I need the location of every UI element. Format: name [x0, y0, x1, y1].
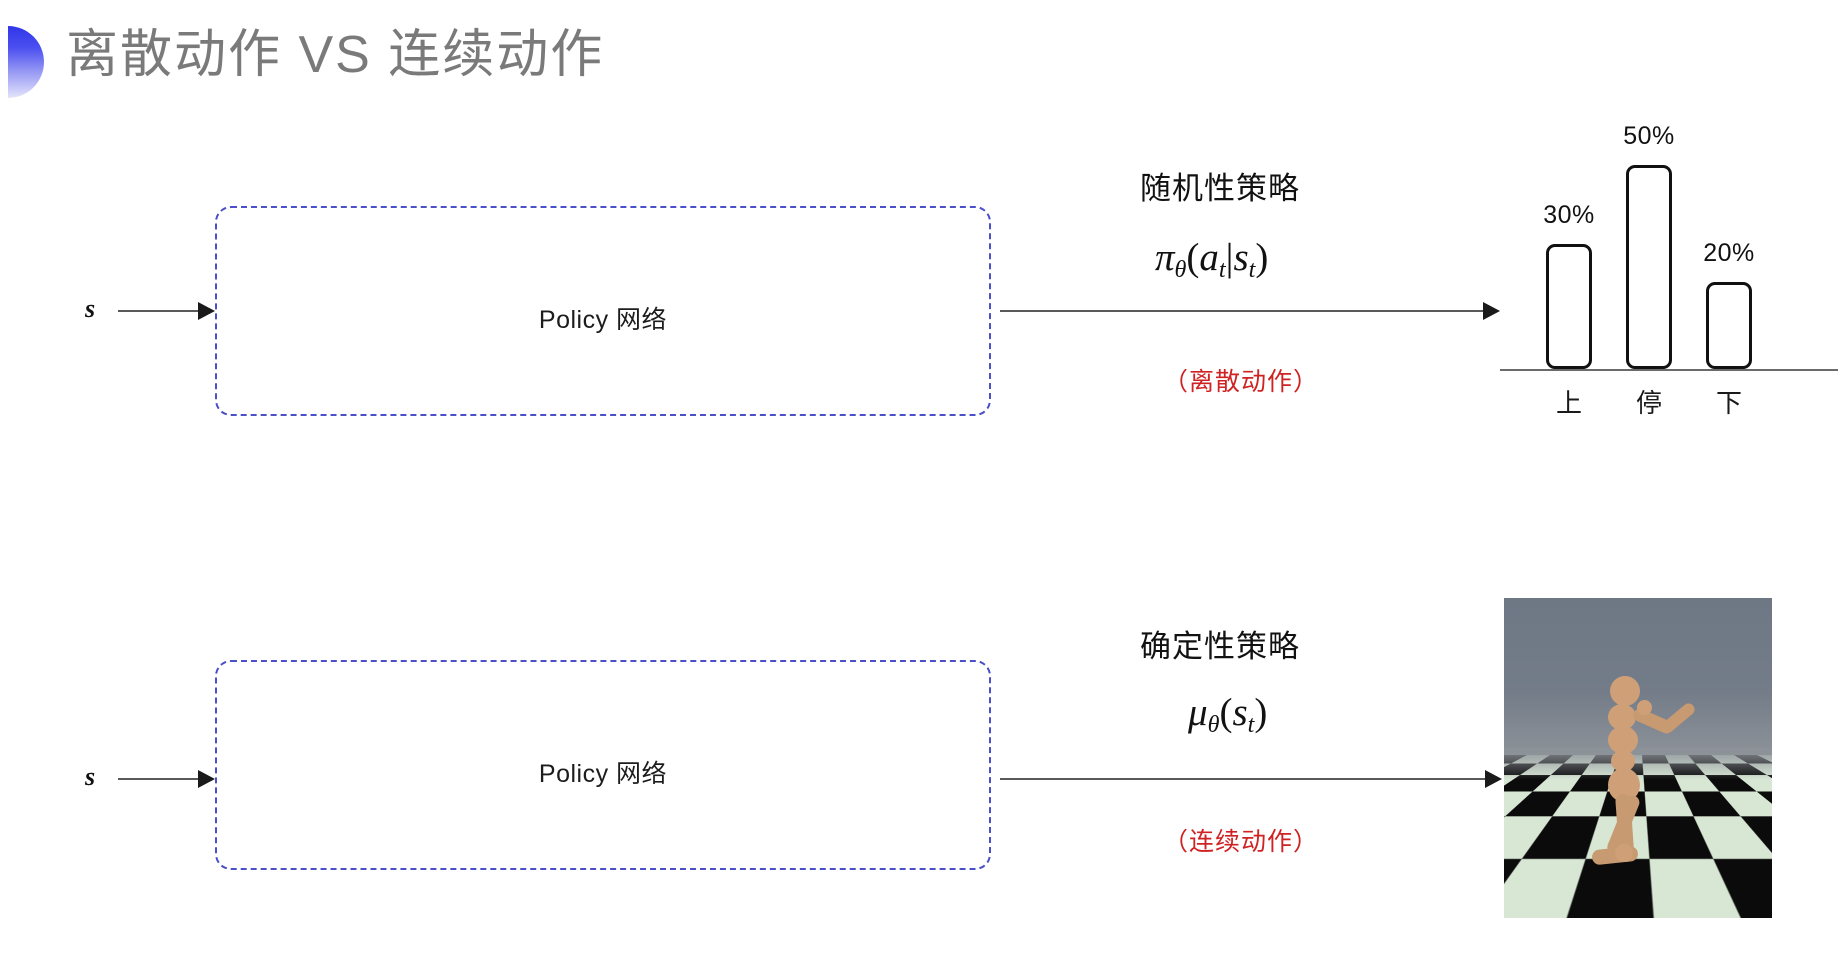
formula-arg1: a: [1199, 236, 1219, 279]
formula-fn-sub: θ: [1207, 710, 1220, 738]
humanoid-simulation-image[interactable]: [1504, 598, 1772, 918]
bar-rect-2[interactable]: [1706, 282, 1752, 369]
bar-value-1: 50%: [1623, 122, 1675, 150]
formula-arg1-sub: t: [1247, 710, 1255, 738]
policy-network-box-continuous[interactable]: Policy 网络: [215, 660, 991, 870]
state-label-discrete: s: [85, 294, 96, 323]
formula-arg1-sub: t: [1218, 255, 1226, 283]
humanoid-hand: [1637, 700, 1652, 715]
bar-value-0: 30%: [1543, 201, 1595, 229]
policy-kind-continuous: 确定性策略: [1140, 629, 1300, 664]
humanoid-head: [1610, 676, 1640, 706]
state-label-continuous: s: [85, 762, 96, 791]
output-arrow-continuous: [1000, 778, 1500, 780]
policy-network-label-discrete: Policy 网络: [538, 306, 668, 334]
humanoid-forearm: [1660, 700, 1697, 735]
bar-category-0: 上: [1555, 388, 1582, 418]
input-arrow-discrete: [118, 310, 213, 312]
formula-stochastic-policy: πθ(at|st): [1155, 235, 1268, 284]
policy-network-box-discrete[interactable]: Policy 网络: [215, 206, 991, 416]
action-note-continuous: （连续动作）: [1163, 828, 1320, 856]
humanoid-lower-torso: [1608, 726, 1638, 754]
formula-arg1: s: [1232, 691, 1248, 734]
formula-open: (: [1186, 236, 1200, 279]
humanoid-knee: [1615, 844, 1633, 862]
policy-network-label-continuous: Policy 网络: [538, 760, 668, 788]
half-circle-gradient-bullet-icon: [8, 26, 44, 98]
formula-open: (: [1219, 691, 1233, 734]
formula-deterministic-policy: μθ(st): [1188, 690, 1267, 739]
bar-category-1: 停: [1635, 388, 1662, 418]
discrete-action-bar-chart: 30% 上 50% 停 20% 下: [1488, 96, 1838, 426]
formula-close: ): [1254, 691, 1268, 734]
formula-fn: μ: [1188, 691, 1208, 734]
chart-baseline-axis: [1500, 369, 1838, 371]
bar-rect-1[interactable]: [1626, 165, 1672, 369]
formula-arg2-sub: t: [1248, 255, 1256, 283]
input-arrow-continuous: [118, 778, 213, 780]
humanoid-upper-torso: [1608, 704, 1636, 730]
page-title: 离散动作 VS 连续动作: [66, 26, 605, 84]
humanoid-abdomen: [1611, 750, 1635, 772]
action-note-discrete: （离散动作）: [1163, 368, 1320, 396]
bar-column-1: 50% 停: [1623, 122, 1674, 418]
sky-background: [1504, 598, 1772, 755]
bar-category-2: 下: [1715, 388, 1742, 418]
policy-kind-discrete: 随机性策略: [1140, 171, 1300, 206]
formula-fn-sub: θ: [1174, 255, 1187, 283]
formula-arg2: s: [1233, 236, 1249, 279]
bar-column-0: 30% 上: [1543, 201, 1594, 418]
humanoid-figure: [1582, 676, 1712, 876]
output-arrow-discrete: [1000, 310, 1498, 312]
formula-close: ): [1255, 236, 1269, 279]
bar-column-2: 20% 下: [1703, 239, 1754, 418]
formula-bar: |: [1225, 236, 1234, 279]
formula-fn: π: [1155, 236, 1175, 279]
bar-rect-0[interactable]: [1546, 244, 1592, 369]
bar-value-2: 20%: [1703, 239, 1755, 267]
